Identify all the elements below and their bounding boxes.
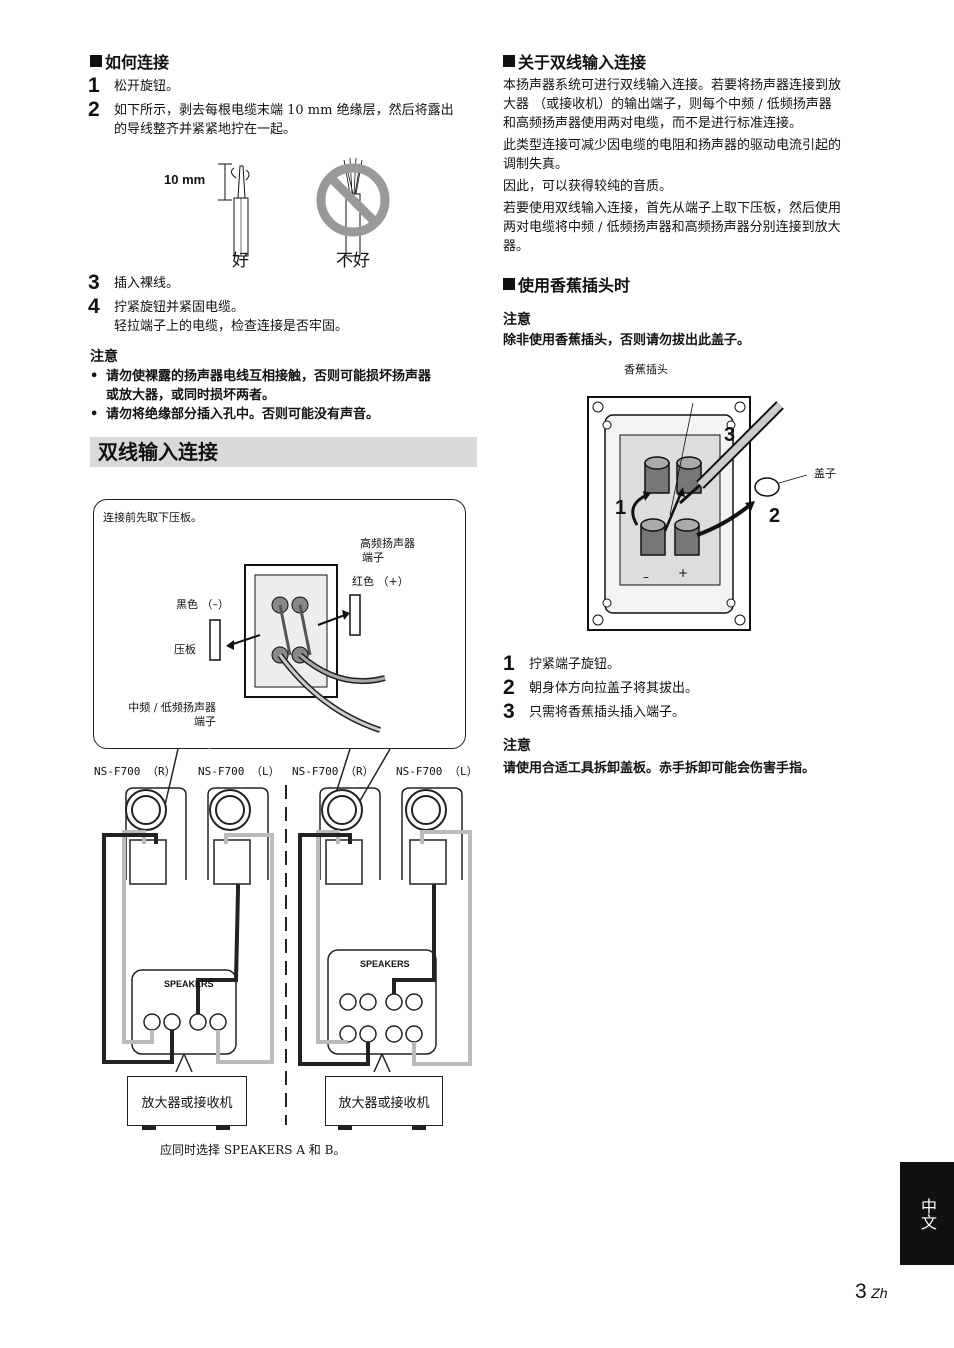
good-label: 好 [232, 251, 249, 271]
speaker-label-4: NS-F700 （L） [396, 765, 478, 778]
figure-callout-3: 3 [724, 424, 736, 446]
step-4: 4 拧紧旋钮并紧固电缆。 轻拉端子上的电缆，检查连接是否牢固。 [88, 295, 349, 335]
note-item-cont: 或放大器，或同时损坏两者。 [106, 388, 276, 403]
square-bullet-icon [503, 278, 515, 290]
page-number: 3 Zh [855, 1280, 888, 1303]
speaker-label-3: NS-F700 （R） [292, 765, 374, 778]
step-3: 3 插入裸线。 [88, 271, 180, 294]
banana-note-title: 注意 [503, 312, 531, 328]
square-bullet-icon [90, 55, 102, 67]
biwire-wiring-diagram [102, 785, 472, 1130]
note-title: 注意 [90, 349, 118, 365]
speakers-terminal-label-left: SPEAKERS [164, 979, 214, 989]
section-heading-about-biwire: 关于双线输入连接 [503, 49, 646, 73]
remove-plate-text: 连接前先取下压板。 [103, 511, 202, 524]
note-list: •请勿使裸露的扬声器电线互相接触，否则可能损坏扬声器 或放大器，或同时损坏两者。… [90, 367, 480, 424]
section-heading-how-to-connect: 如何连接 [90, 49, 169, 73]
amplifier-box-right: 放大器或接收机 [325, 1076, 443, 1126]
red-label: 红色 （+） [352, 575, 409, 588]
banana-step-3: 3 只需将香蕉插头插入端子。 [503, 700, 686, 723]
speaker-label-1: NS-F700 （R） [94, 765, 176, 778]
step-2: 2 如下所示，剥去每根电缆末端 10 mm 绝缘层，然后将露出 的导线整齐并紧紧… [88, 98, 454, 138]
banana-step-2: 2 朝身体方向拉盖子将其拔出。 [503, 676, 699, 699]
banana-note2-text: 请使用合适工具拆卸盖板。赤手拆卸可能会伤害手指。 [503, 761, 816, 776]
note-item: •请勿使裸露的扬声器电线互相接触，否则可能损坏扬声器 [90, 369, 432, 384]
banana-step-1: 1 拧紧端子旋钮。 [503, 652, 621, 675]
figure-callout-1: 1 [615, 497, 627, 519]
amplifier-box-left: 放大器或接收机 [127, 1076, 247, 1126]
para-4: 若要使用双线输入连接，首先从端子上取下压板，然后使用 两对电缆将中频 / 低频扬… [503, 201, 842, 254]
minus-marker: – [643, 570, 649, 584]
terminal-panel-illustration [209, 564, 386, 733]
plate-label: 压板 [174, 643, 196, 656]
para-2: 此类型连接可减少因电缆的电阻和扬声器的驱动电流引起的 调制失真。 [503, 138, 842, 172]
speaker-label-2: NS-F700 （L） [198, 765, 280, 778]
square-bullet-icon [503, 55, 515, 67]
bad-label: 不好 [336, 251, 370, 271]
banana-note2-title: 注意 [503, 738, 531, 754]
plus-marker: + [678, 566, 689, 580]
para-3: 因此，可以获得较纯的音质。 [503, 179, 673, 194]
wire-strip-illustration [218, 157, 390, 257]
cap-label: 盖子 [814, 467, 836, 480]
about-biwire-body: 本扬声器系统可进行双线输入连接。若要将扬声器连接到放 大器 （或接收机）的输出端… [503, 76, 893, 256]
figure-callout-2: 2 [769, 505, 781, 527]
banana-plug-illustration [587, 396, 808, 631]
language-tab: 中文 [900, 1162, 954, 1265]
note-item: •请勿将绝缘部分插入孔中。否则可能没有声音。 [90, 407, 380, 422]
wire-strip-figure [160, 152, 410, 272]
section-heading-banana-plug: 使用香蕉插头时 [503, 272, 630, 296]
step-1-text: 松开旋钮。 [114, 79, 180, 94]
midrange-label: 中频 / 低频扬声器 端子 [128, 701, 216, 728]
banana-note-text: 除非使用香蕉插头，否则请勿拔出此盖子。 [503, 333, 751, 348]
select-speakers-footnote: 应同时选择 SPEAKERS A 和 B。 [160, 1143, 346, 1157]
tweeter-label: 高频扬声器 端子 [360, 537, 415, 564]
step-1: 1 松开旋钮。 [88, 74, 180, 97]
strip-length-label: 10 mm [164, 172, 206, 187]
para-1: 本扬声器系统可进行双线输入连接。若要将扬声器连接到放 大器 （或接收机）的输出端… [503, 78, 842, 131]
speakers-terminal-label-right: SPEAKERS [360, 959, 410, 969]
black-label: 黑色 （–） [176, 598, 229, 611]
banana-plug-label: 香蕉插头 [624, 363, 668, 376]
biwire-section-title: 双线输入连接 [90, 437, 477, 467]
